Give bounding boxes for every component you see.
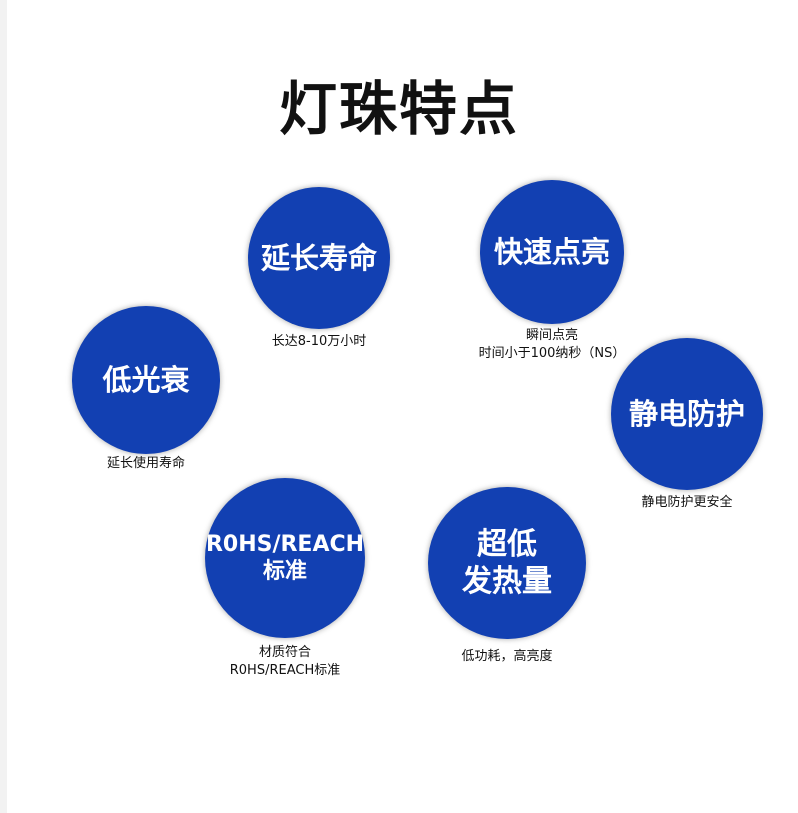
feature-rohs-caption: 材质符合 R0HS/REACH标准 [195,644,375,680]
feature-fast-light-caption: 瞬间点亮 时间小于100纳秒（NS） [442,327,662,363]
feature-low-decay-desc: 延长使用寿命 [106,456,185,471]
feature-rohs-label-line1: R0HS/REACH [205,531,365,557]
feature-esd-desc: 静电防护更安全 [641,495,733,510]
left-border-strip [0,0,7,813]
feature-esd-caption: 静电防护更安全 [607,494,767,512]
feature-rohs-desc-line2: R0HS/REACH标准 [229,663,341,679]
feature-low-heat-label-line2: 发热量 [462,564,552,599]
feature-fast-light-desc-line2: 时间小于100纳秒（NS） [478,346,626,362]
feature-esd-label: 静电防护 [628,396,745,431]
feature-fast-light-circle: 快速点亮 [480,180,624,324]
feature-low-decay-caption: 延长使用寿命 [66,455,226,473]
feature-low-decay-circle: 低光衰 [72,306,220,454]
feature-low-heat-label-line1: 超低 [477,526,537,562]
feature-fast-light-label: 快速点亮 [493,234,610,269]
feature-long-life-desc: 长达8-10万小时 [271,334,367,349]
feature-rohs-circle: R0HS/REACH 标准 [205,478,365,638]
feature-low-decay-label: 低光衰 [102,362,190,397]
feature-esd-circle: 静电防护 [611,338,763,490]
feature-rohs-label-line2: 标准 [262,559,307,584]
feature-long-life-caption: 长达8-10万小时 [229,333,409,351]
feature-long-life-label: 延长寿命 [260,240,377,275]
feature-low-heat-circle: 超低 发热量 [428,487,586,639]
feature-rohs-desc-line1: 材质符合 [258,645,311,660]
feature-low-heat-caption: 低功耗，高亮度 [427,648,587,666]
feature-fast-light-desc-line1: 瞬间点亮 [525,328,578,343]
feature-low-heat-desc: 低功耗，高亮度 [461,649,553,664]
page-title: 灯珠特点 [278,75,519,143]
feature-long-life-circle: 延长寿命 [248,187,390,329]
